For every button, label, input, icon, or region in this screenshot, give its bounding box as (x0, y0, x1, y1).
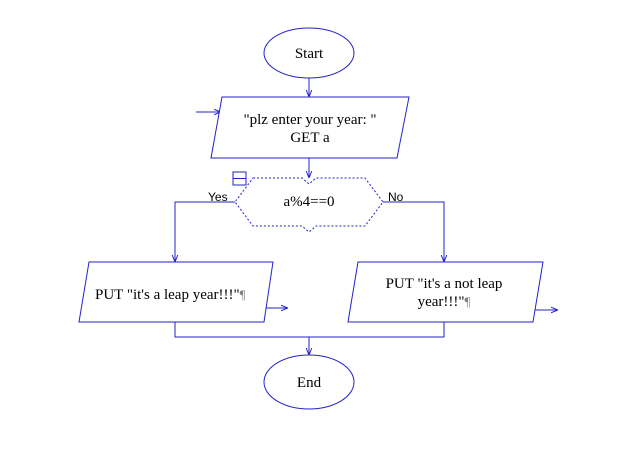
output-yes-node[interactable]: PUT "it's a leap year!!!"¶ (78, 261, 274, 323)
decision-condition-text: a%4==0 (283, 194, 334, 210)
input-get-text: GET a (290, 130, 330, 146)
output-yes-text: PUT "it's a leap year!!!"¶ (95, 287, 246, 303)
end-node[interactable]: End (263, 354, 355, 410)
collapse-toggle-icon[interactable] (232, 171, 247, 186)
connectors (175, 78, 558, 355)
connector-no-merge (309, 322, 445, 338)
end-label: End (297, 375, 322, 391)
connector-no-branch (383, 201, 444, 262)
yes-label: Yes (208, 190, 228, 204)
no-label: No (388, 190, 404, 204)
input-node[interactable]: "plz enter your year: " GET a (210, 96, 410, 159)
connector-yes-merge (174, 322, 309, 338)
output-no-node[interactable]: PUT "it's a not leap year!!!"¶ (347, 261, 544, 323)
connector-yes-branch (175, 201, 235, 262)
pilcrow-mark: ¶ (465, 294, 471, 309)
pilcrow-mark: ¶ (240, 287, 246, 302)
output-no-line1: PUT "it's a not leap (386, 276, 503, 292)
input-prompt-text: "plz enter your year: " (243, 112, 376, 128)
output-no-line2: year!!!"¶ (418, 294, 471, 310)
decision-node[interactable]: a%4==0 (234, 177, 384, 233)
start-label: Start (295, 46, 324, 62)
start-node[interactable]: Start (263, 27, 355, 79)
